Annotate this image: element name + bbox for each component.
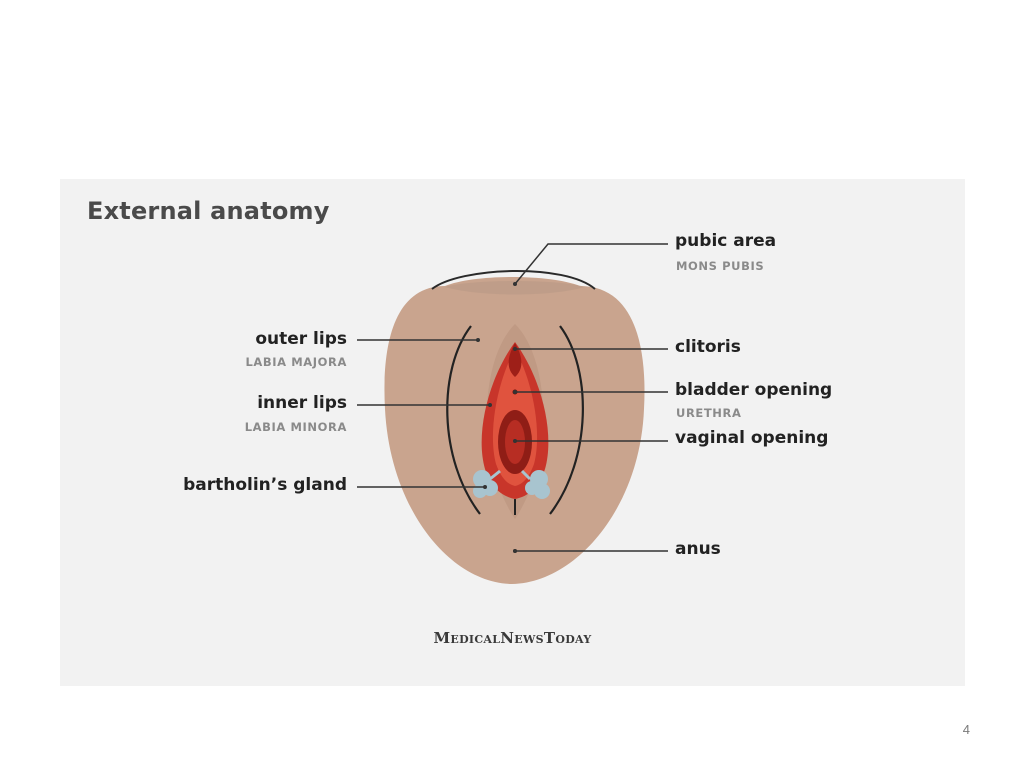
label-outer-lips: outer lips <box>255 329 347 349</box>
label-bartholins-gland: bartholin’s gland <box>183 475 347 495</box>
label-inner-lips: inner lips <box>257 393 347 413</box>
label-anus: anus <box>675 539 721 559</box>
gland-duct-left <box>489 469 501 481</box>
bartholins-gland-right <box>525 470 550 499</box>
label-urethra: URETHRA <box>676 406 742 420</box>
label-bladder-opening: bladder opening <box>675 380 833 400</box>
label-mons-pubis: MONS PUBIS <box>676 259 765 273</box>
figure-title: External anatomy <box>87 197 330 225</box>
gland-duct-right <box>520 469 532 481</box>
anatomy-illustration <box>357 243 668 584</box>
label-labia-majora: LABIA MAJORA <box>245 355 347 369</box>
clitoris-shape <box>508 343 522 377</box>
outer-lip-right <box>549 325 584 515</box>
label-clitoris: clitoris <box>675 337 741 357</box>
anatomy-figure-panel: External anatomy <box>60 179 965 686</box>
label-pubic-area: pubic area <box>675 231 777 251</box>
leader-dots <box>476 282 517 553</box>
brand-logo: MedicalNewsToday <box>433 629 592 647</box>
outer-lip-left <box>446 325 481 515</box>
mons-pubis-edge <box>431 270 596 290</box>
mons-pubis-texture <box>445 281 585 295</box>
leader-lines <box>357 243 668 552</box>
label-labia-minora: LABIA MINORA <box>244 420 347 434</box>
page-number: 4 <box>962 722 970 737</box>
label-vaginal-opening: vaginal opening <box>675 428 829 448</box>
leader-pubic-area <box>514 243 668 285</box>
